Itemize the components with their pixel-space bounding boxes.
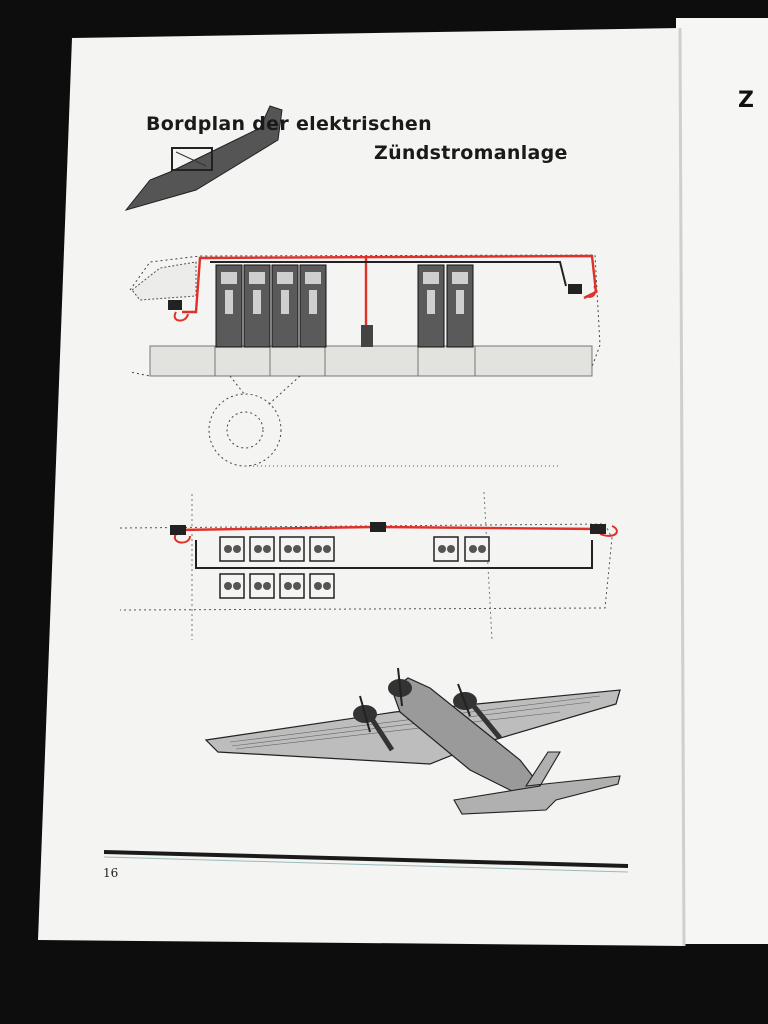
aircraft-vignette: [124, 105, 283, 211]
fuselage-plan-diagram: [119, 491, 618, 641]
page-paper: [38, 28, 684, 946]
facing-page-letter: Z: [738, 88, 754, 113]
page-title-line2: Zündstromanlage: [374, 142, 568, 164]
facing-page: Z: [676, 18, 768, 944]
page-number: 16: [103, 866, 119, 880]
footer-rule: [103, 850, 629, 868]
page-title-line1: Bordplan der elektrischen: [146, 113, 432, 135]
fuselage-side-diagram: [129, 254, 601, 467]
trimotor-aircraft: [204, 667, 621, 815]
